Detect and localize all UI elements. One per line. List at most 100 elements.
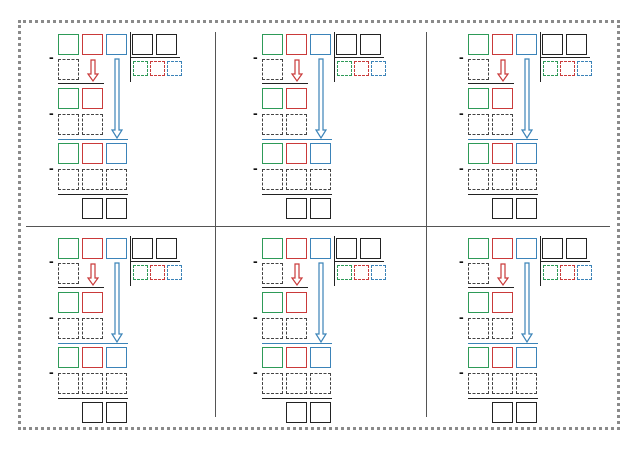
subtrahend-step2-box-2[interactable] (492, 318, 513, 339)
quotient-hundreds-box[interactable] (337, 265, 352, 280)
step3-tens-box[interactable] (286, 143, 307, 164)
quotient-ones-box[interactable] (371, 61, 386, 76)
subtrahend-step3-box-2[interactable] (286, 373, 307, 394)
subtrahend-step3-box-3[interactable] (310, 169, 331, 190)
dividend-tens-box[interactable] (82, 34, 103, 55)
remainder-box-2[interactable] (516, 198, 537, 219)
divisor-box-2[interactable] (360, 34, 381, 55)
step3-hundreds-box[interactable] (468, 143, 489, 164)
step3-ones-box[interactable] (106, 347, 127, 368)
remainder-box-2[interactable] (310, 402, 331, 423)
quotient-tens-box[interactable] (150, 61, 165, 76)
dividend-hundreds-box[interactable] (58, 238, 79, 259)
remainder-box-2[interactable] (516, 402, 537, 423)
subtrahend-step1-box[interactable] (58, 59, 79, 80)
subtrahend-step2-box-2[interactable] (286, 114, 307, 135)
step3-hundreds-box[interactable] (262, 143, 283, 164)
quotient-ones-box[interactable] (167, 61, 182, 76)
step2-hundreds-box[interactable] (58, 88, 79, 109)
step3-hundreds-box[interactable] (262, 347, 283, 368)
step2-tens-box[interactable] (286, 292, 307, 313)
step3-tens-box[interactable] (286, 347, 307, 368)
step2-tens-box[interactable] (492, 292, 513, 313)
subtrahend-step3-box-1[interactable] (58, 169, 79, 190)
dividend-hundreds-box[interactable] (262, 34, 283, 55)
dividend-ones-box[interactable] (516, 238, 537, 259)
subtrahend-step1-box[interactable] (468, 263, 489, 284)
subtrahend-step2-box-2[interactable] (82, 114, 103, 135)
subtrahend-step2-box-1[interactable] (468, 318, 489, 339)
remainder-box-1[interactable] (492, 198, 513, 219)
dividend-ones-box[interactable] (106, 34, 127, 55)
dividend-hundreds-box[interactable] (262, 238, 283, 259)
divisor-box-1[interactable] (542, 238, 563, 259)
quotient-ones-box[interactable] (577, 265, 592, 280)
subtrahend-step3-box-3[interactable] (106, 373, 127, 394)
subtrahend-step3-box-2[interactable] (82, 373, 103, 394)
remainder-box-1[interactable] (82, 198, 103, 219)
quotient-tens-box[interactable] (150, 265, 165, 280)
step3-ones-box[interactable] (516, 143, 537, 164)
quotient-hundreds-box[interactable] (337, 61, 352, 76)
dividend-hundreds-box[interactable] (58, 34, 79, 55)
step2-hundreds-box[interactable] (58, 292, 79, 313)
subtrahend-step3-box-2[interactable] (82, 169, 103, 190)
divisor-box-1[interactable] (132, 238, 153, 259)
subtrahend-step1-box[interactable] (262, 59, 283, 80)
remainder-box-1[interactable] (492, 402, 513, 423)
divisor-box-1[interactable] (542, 34, 563, 55)
step3-hundreds-box[interactable] (468, 347, 489, 368)
dividend-tens-box[interactable] (492, 34, 513, 55)
dividend-tens-box[interactable] (286, 238, 307, 259)
quotient-tens-box[interactable] (354, 265, 369, 280)
subtrahend-step3-box-2[interactable] (286, 169, 307, 190)
divisor-box-2[interactable] (566, 34, 587, 55)
divisor-box-1[interactable] (336, 238, 357, 259)
subtrahend-step3-box-1[interactable] (262, 169, 283, 190)
step3-tens-box[interactable] (82, 143, 103, 164)
subtrahend-step2-box-2[interactable] (82, 318, 103, 339)
quotient-hundreds-box[interactable] (543, 265, 558, 280)
subtrahend-step3-box-3[interactable] (310, 373, 331, 394)
divisor-box-2[interactable] (156, 34, 177, 55)
quotient-tens-box[interactable] (560, 61, 575, 76)
divisor-box-2[interactable] (156, 238, 177, 259)
subtrahend-step3-box-2[interactable] (492, 169, 513, 190)
step3-ones-box[interactable] (516, 347, 537, 368)
step3-hundreds-box[interactable] (58, 143, 79, 164)
step2-tens-box[interactable] (82, 88, 103, 109)
remainder-box-1[interactable] (82, 402, 103, 423)
step3-tens-box[interactable] (82, 347, 103, 368)
subtrahend-step2-box-2[interactable] (492, 114, 513, 135)
subtrahend-step2-box-1[interactable] (58, 114, 79, 135)
dividend-ones-box[interactable] (310, 34, 331, 55)
dividend-hundreds-box[interactable] (468, 238, 489, 259)
remainder-box-2[interactable] (106, 402, 127, 423)
subtrahend-step1-box[interactable] (262, 263, 283, 284)
quotient-ones-box[interactable] (577, 61, 592, 76)
dividend-tens-box[interactable] (286, 34, 307, 55)
subtrahend-step2-box-1[interactable] (262, 318, 283, 339)
dividend-hundreds-box[interactable] (468, 34, 489, 55)
remainder-box-2[interactable] (310, 198, 331, 219)
step2-tens-box[interactable] (492, 88, 513, 109)
dividend-tens-box[interactable] (492, 238, 513, 259)
quotient-hundreds-box[interactable] (133, 265, 148, 280)
dividend-ones-box[interactable] (310, 238, 331, 259)
step2-hundreds-box[interactable] (468, 292, 489, 313)
remainder-box-1[interactable] (286, 198, 307, 219)
quotient-hundreds-box[interactable] (543, 61, 558, 76)
step3-hundreds-box[interactable] (58, 347, 79, 368)
quotient-ones-box[interactable] (167, 265, 182, 280)
step3-ones-box[interactable] (310, 347, 331, 368)
divisor-box-1[interactable] (132, 34, 153, 55)
subtrahend-step3-box-3[interactable] (516, 169, 537, 190)
quotient-ones-box[interactable] (371, 265, 386, 280)
subtrahend-step3-box-1[interactable] (468, 373, 489, 394)
step2-hundreds-box[interactable] (262, 292, 283, 313)
subtrahend-step3-box-3[interactable] (516, 373, 537, 394)
step3-tens-box[interactable] (492, 143, 513, 164)
quotient-hundreds-box[interactable] (133, 61, 148, 76)
dividend-ones-box[interactable] (516, 34, 537, 55)
subtrahend-step3-box-1[interactable] (468, 169, 489, 190)
